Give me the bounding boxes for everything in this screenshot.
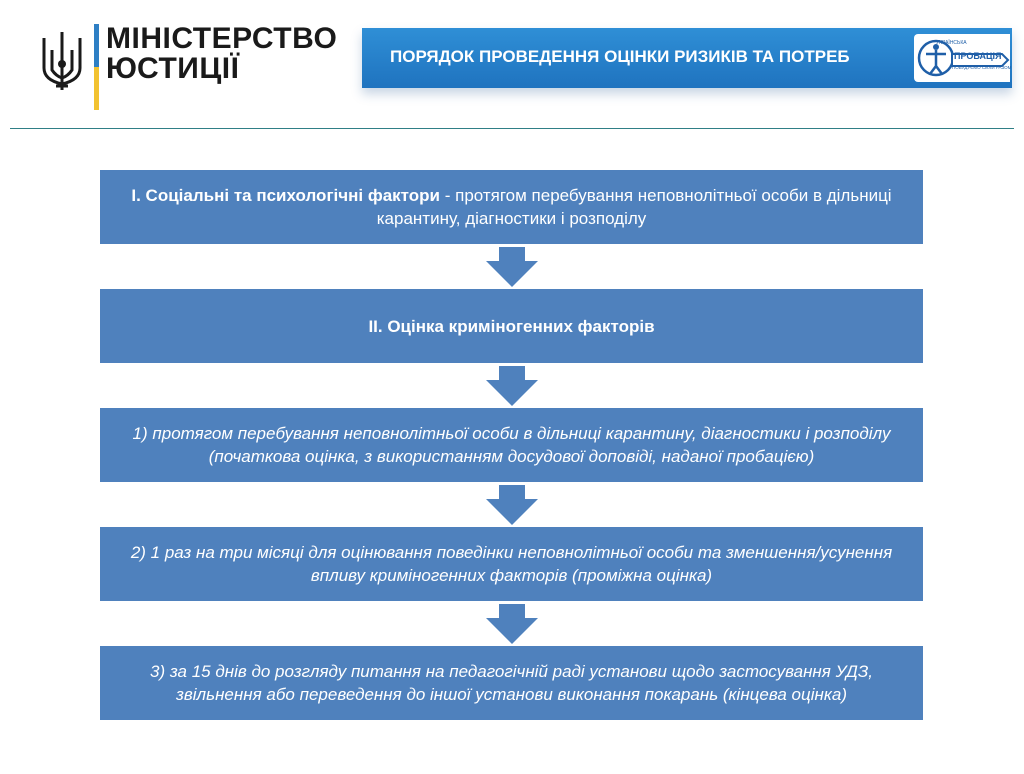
- ministry-line-2: ЮСТИЦІЇ: [106, 52, 240, 85]
- flow-step-4: 2) 1 раз на три місяці для оцінювання по…: [100, 527, 923, 601]
- ministry-logo: МІНІСТЕРСТВО ЮСТИЦІЇ: [38, 24, 338, 114]
- trident-icon: [42, 32, 82, 90]
- banner-title: ПОРЯДОК ПРОВЕДЕННЯ ОЦІНКИ РИЗИКІВ ТА ПОТ…: [390, 47, 850, 66]
- ministry-name: МІНІСТЕРСТВО ЮСТИЦІЇ: [106, 24, 337, 84]
- flow-step-3: 1) протягом перебування неповнолітньої о…: [100, 408, 923, 482]
- down-arrow-4: [486, 604, 538, 644]
- probation-emblem-icon: [917, 39, 1010, 77]
- ministry-line-1: МІНІСТЕРСТВО: [106, 22, 338, 55]
- flag-bar: [94, 24, 99, 110]
- flow-step-1: I. Соціальні та психологічні фактори - п…: [100, 170, 923, 244]
- header-divider: [10, 128, 1014, 129]
- step-1-text: - протягом перебування неповнолітньої ос…: [376, 186, 892, 228]
- probation-small-top: УКРАЇНСЬКА: [936, 40, 967, 46]
- down-arrow-1: [486, 247, 538, 287]
- flow-step-2: II. Оцінка криміногенних факторів: [100, 289, 923, 363]
- title-banner: ПОРЯДОК ПРОВЕДЕННЯ ОЦІНКИ РИЗИКІВ ТА ПОТ…: [362, 28, 1012, 88]
- probation-label: ПРОБАЦІЯ: [954, 51, 1002, 61]
- step-4-text: 2) 1 раз на три місяці для оцінювання по…: [130, 543, 893, 585]
- step-1-title: I. Соціальні та психологічні фактори: [131, 186, 440, 205]
- probation-logo: УКРАЇНСЬКА ПРОБАЦІЯ ПОБУДУЄМО СИЛИ РАЗОМ: [914, 34, 1012, 82]
- step-2-title: II. Оцінка криміногенних факторів: [368, 316, 655, 336]
- step-3-text: 1) протягом перебування неповнолітньої о…: [132, 424, 891, 466]
- down-arrow-2: [486, 366, 538, 406]
- step-5-text: 3) за 15 днів до розгляду питання на пед…: [149, 662, 874, 704]
- probation-small-bottom: ПОБУДУЄМО СИЛИ РАЗОМ: [952, 65, 1012, 70]
- down-arrow-3: [486, 485, 538, 525]
- flow-step-5: 3) за 15 днів до розгляду питання на пед…: [100, 646, 923, 720]
